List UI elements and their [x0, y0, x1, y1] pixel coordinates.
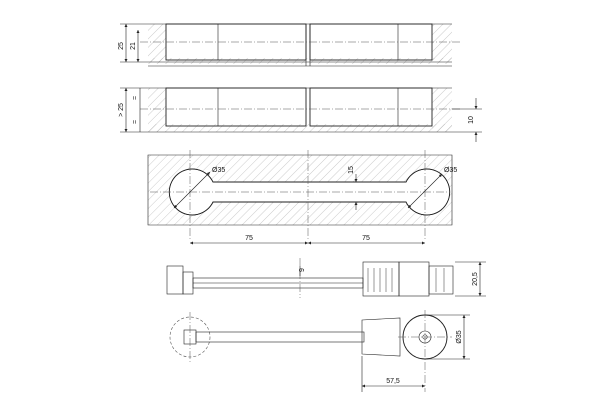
dim-groove-width: 15	[348, 166, 355, 174]
connector-rod-plan	[195, 331, 365, 343]
board-hatch-right-2	[432, 88, 452, 132]
dim-cam-offset: 57,5	[386, 378, 400, 385]
dim-equal-b: =	[132, 120, 139, 124]
top-section-view: 25 21	[118, 23, 460, 67]
board-hatch-left-2	[148, 88, 166, 132]
dim-bore-dia-right: Ø35	[444, 167, 457, 174]
board-hatch-right	[432, 24, 452, 62]
anchor-block-left	[182, 271, 194, 295]
second-section-view: > 25 = = 10	[118, 87, 482, 142]
side-view: 9 20,5	[166, 258, 486, 298]
dim-equal-a: =	[132, 96, 139, 100]
dim-rod-height: 9	[299, 268, 306, 272]
end-cap-left	[166, 265, 184, 295]
cam-housing-plan	[361, 317, 401, 357]
dim-span-right: 75	[362, 235, 370, 242]
bore-plan-view: Ø35 Ø35 15 75 75	[147, 150, 457, 245]
groove-hatch-bottom-2	[148, 124, 452, 132]
groove-hatch-bottom	[148, 58, 452, 64]
cam-housing-tip	[428, 265, 454, 295]
board-hatch-left	[148, 24, 166, 62]
cam-clip	[398, 261, 430, 297]
connector-body-right-2	[309, 87, 433, 127]
cam-housing	[362, 261, 400, 297]
dim-housing-height: 20,5	[472, 272, 479, 286]
dim-cam-dia: Ø35	[456, 330, 463, 343]
dim-right-offset: 10	[468, 116, 475, 124]
dim-inner-depth: 21	[130, 42, 137, 50]
plan-view: Ø35 57,5	[169, 310, 470, 392]
dim-min-thickness: > 25	[118, 103, 125, 117]
dim-overall-depth: 25	[118, 42, 125, 50]
board-hatch-plan	[147, 154, 453, 226]
connector-body-left-2	[165, 87, 307, 127]
dim-span-left: 75	[245, 235, 253, 242]
dim-bore-dia-left: Ø35	[212, 167, 225, 174]
